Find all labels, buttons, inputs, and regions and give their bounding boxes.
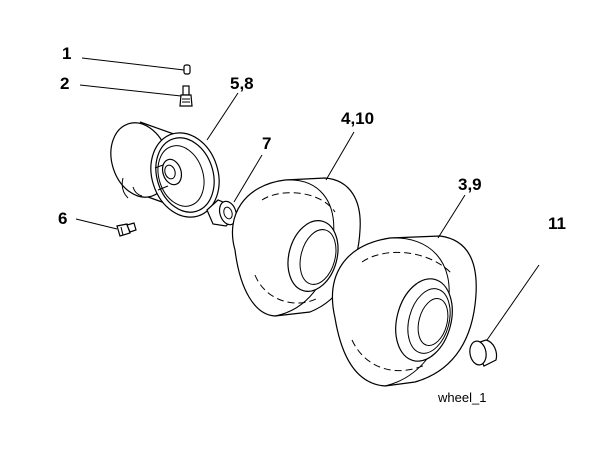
callout-2: 2 (60, 74, 69, 93)
part-grease-fitting (75, 218, 137, 237)
callout-5-8: 5,8 (230, 74, 254, 93)
part-hub-cap (469, 264, 540, 367)
callout-11: 11 (548, 214, 566, 233)
part-rear-tire (331, 194, 477, 387)
callout-7: 7 (262, 134, 271, 153)
part-front-tire (231, 131, 361, 317)
callout-6: 6 (58, 209, 67, 228)
part-valve-stem (79, 84, 193, 107)
callout-1: 1 (62, 44, 71, 63)
callout-4-10: 4,10 (341, 109, 374, 128)
part-valve-cap (81, 57, 191, 75)
part-wheel-rim (110, 92, 239, 218)
callout-3-9: 3,9 (458, 175, 482, 194)
diagram-caption: wheel_1 (437, 390, 486, 405)
